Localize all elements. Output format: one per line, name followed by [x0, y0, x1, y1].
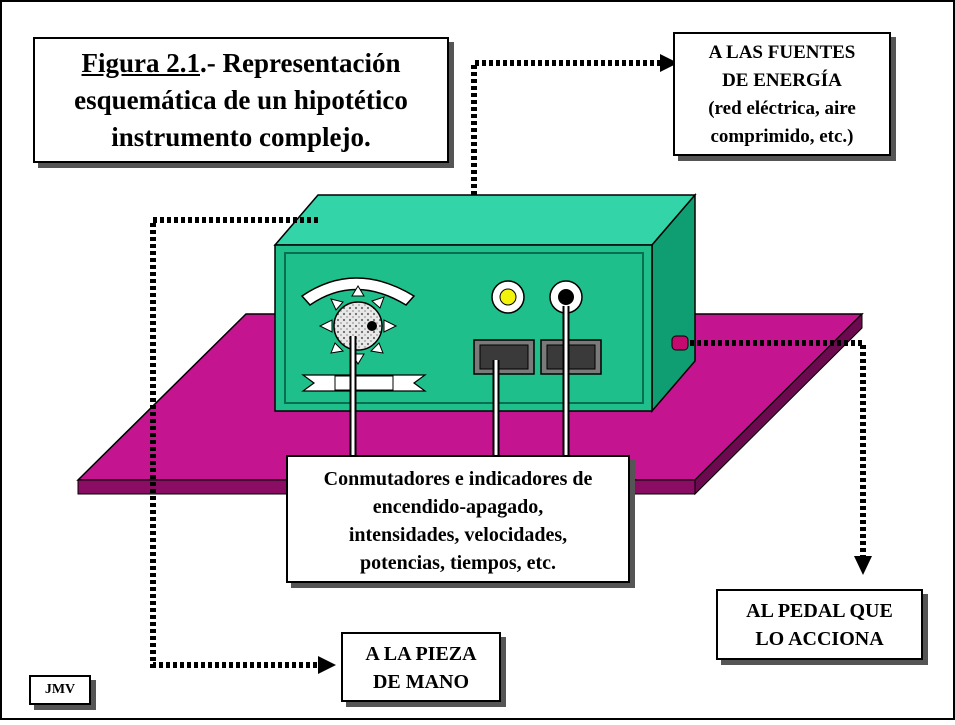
figure-title: Figura 2.1.- Representación esquemática …	[33, 37, 449, 163]
pedal-label-line-1: AL PEDAL QUE	[746, 600, 893, 622]
author-initials: JMV	[29, 675, 91, 705]
dial-label-strip	[301, 374, 427, 392]
energy-label-line-4: comprimido, etc.)	[710, 126, 854, 147]
dotted-line-arrowheads	[318, 54, 872, 674]
pedal-label: AL PEDAL QUE LO ACCIONA	[716, 589, 923, 660]
switches-label-line-2: encendido-apagado,	[372, 496, 544, 518]
energy-label-line-2: DE ENERGÍA	[722, 70, 842, 91]
switch-right[interactable]	[540, 339, 602, 375]
figure-title-line-3: instrumento complejo.	[111, 122, 371, 152]
black-indicator-socket	[549, 280, 583, 314]
figure-title-line-2: esquemática de un hipotético	[74, 85, 408, 115]
figure-reference: Figura 2.1	[81, 48, 201, 78]
energy-label-line-1: A LAS FUENTES	[708, 42, 856, 63]
handpiece-label-line-1: A LA PIEZA	[365, 643, 477, 665]
pedal-label-line-2: LO ACCIONA	[755, 628, 884, 650]
line-to-pedal	[690, 340, 866, 558]
figure-title-line-1: .- Representación	[200, 48, 401, 78]
switch-left[interactable]	[473, 339, 535, 375]
handpiece-label-line-2: DE MANO	[372, 671, 470, 693]
switches-indicators-label: Conmutadores e indicadores de encendido-…	[286, 455, 630, 583]
dial-control[interactable]	[300, 277, 416, 365]
energy-label-line-3: (red eléctrica, aire	[708, 98, 856, 119]
switches-label-line-4: potencias, tiempos, etc.	[359, 552, 557, 574]
handpiece-label: A LA PIEZA DE MANO	[341, 632, 501, 702]
side-connector	[671, 335, 689, 351]
switches-label-line-1: Conmutadores e indicadores de	[323, 468, 593, 490]
line-to-energy	[471, 60, 660, 195]
line-to-handpiece	[150, 217, 318, 668]
yellow-indicator-light	[491, 280, 525, 314]
energy-sources-label: A LAS FUENTES DE ENERGÍA (red eléctrica,…	[673, 32, 891, 156]
dotted-connection-lines	[150, 60, 866, 668]
switches-label-line-3: intensidades, velocidades,	[348, 524, 568, 546]
